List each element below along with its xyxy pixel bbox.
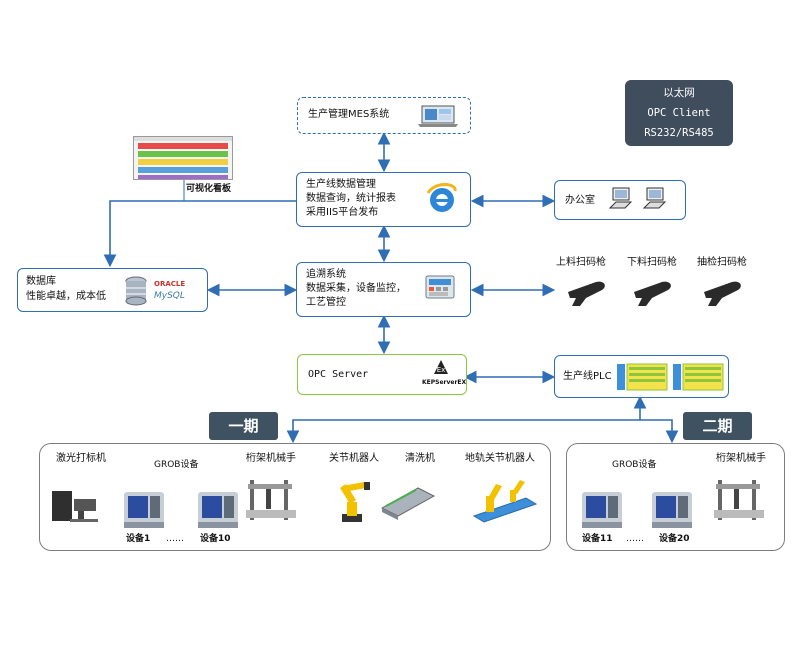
grob-machine-icon: [198, 492, 238, 528]
kepserver-logo: KEPServerEX: [422, 379, 467, 386]
data-mgmt-title: 生产线数据管理: [306, 179, 376, 190]
terminal-icon: [425, 275, 455, 299]
database-icon: [125, 276, 147, 306]
grob1-label: GROB设备: [154, 460, 199, 470]
device-first-label: 设备11: [582, 534, 613, 544]
phase2-title: 二期: [683, 412, 752, 440]
washer-label: 清洗机: [405, 453, 435, 464]
scanner-label-load: 上料扫码枪: [556, 257, 606, 268]
gantry-robot-icon: [246, 480, 296, 520]
oracle-logo: ORACLE: [154, 280, 186, 288]
washer-machine-icon: [380, 487, 436, 520]
laptop-icon: [418, 105, 458, 127]
device-ellipsis: ……: [166, 534, 184, 544]
industrial-robot-icon: [340, 482, 370, 522]
device-last-label: 设备20: [659, 534, 690, 544]
computer-icon: [643, 187, 667, 209]
mes-label: 生产管理MES系统: [308, 109, 390, 120]
dashboard-screen: [133, 136, 233, 180]
link-data-database: [103, 200, 296, 268]
data-mgmt-query: 数据查询，统计报表: [306, 193, 396, 204]
protocol-legend: 以太网 OPC Client RS232/RS485: [625, 80, 733, 146]
grob-machine-icon: [124, 492, 164, 528]
link-bus-phase2: [640, 419, 679, 444]
database-box[interactable]: 数据库 性能卓越，成本低 ORACLE MySQL: [17, 268, 208, 312]
computer-icon: [609, 187, 633, 209]
grob-machine-icon: [582, 492, 622, 528]
plc-label: 生产线PLC: [563, 371, 612, 382]
svg-text:Ex: Ex: [437, 366, 446, 374]
barcode-scanner-icon: [704, 281, 741, 306]
laser-marker-icon: [52, 491, 98, 522]
link-bus-phase1: [286, 419, 640, 444]
opc-server-label: OPC Server: [308, 369, 369, 380]
trace-title: 追溯系统: [306, 269, 346, 280]
opc-server-box[interactable]: OPC Server Ex KEPServerEX: [297, 354, 467, 395]
barcode-scanner-icon: [634, 281, 671, 306]
ie-browser-icon: [426, 183, 457, 212]
office-box[interactable]: 办公室: [554, 180, 686, 220]
barcode-scanner-icon: [568, 281, 605, 306]
grob-machine-icon: [652, 492, 692, 528]
gantry-robot-icon: [714, 480, 764, 520]
legend-serial: RS232/RS485: [644, 127, 714, 139]
database-desc: 性能卓越，成本低: [26, 291, 106, 302]
data-mgmt-box[interactable]: 生产线数据管理 数据查询，统计报表 采用IIS平台发布: [296, 172, 471, 227]
device-first-label: 设备1: [126, 534, 151, 544]
trace-box[interactable]: 追溯系统 数据采集，设备监控， 工艺管控: [296, 262, 471, 317]
rail-robot-label: 地轨关节机器人: [465, 453, 535, 464]
plc-module-icon: [617, 363, 724, 391]
device-last-label: 设备10: [200, 534, 231, 544]
mes-box[interactable]: 生产管理MES系统: [297, 97, 471, 134]
device-ellipsis: ……: [626, 534, 644, 544]
legend-ethernet: 以太网: [663, 87, 695, 99]
scanner-label-unload: 下料扫码枪: [627, 257, 677, 268]
trace-process: 工艺管控: [306, 297, 346, 308]
laser-label: 激光打标机: [56, 453, 106, 464]
database-title: 数据库: [26, 276, 56, 287]
trace-collect: 数据采集，设备监控，: [306, 283, 406, 294]
grob2-label: GROB设备: [612, 460, 657, 470]
kepserver-icon: Ex: [434, 360, 448, 374]
gantry1-label: 桁架机械手: [246, 453, 296, 464]
scanner-label-sample: 抽检扫码枪: [697, 257, 747, 268]
mysql-logo: MySQL: [154, 291, 185, 301]
rail-robot-icon: [472, 480, 538, 523]
plc-box[interactable]: 生产线PLC: [554, 355, 729, 398]
office-label: 办公室: [565, 195, 595, 206]
phase1-title: 一期: [209, 412, 278, 440]
data-mgmt-iis: 采用IIS平台发布: [306, 207, 379, 218]
gantry2-label: 桁架机械手: [716, 453, 766, 464]
legend-opc-client: OPC Client: [647, 107, 711, 119]
joint-robot-label: 关节机器人: [329, 453, 379, 464]
dashboard-label: 可视化看板: [186, 184, 232, 194]
